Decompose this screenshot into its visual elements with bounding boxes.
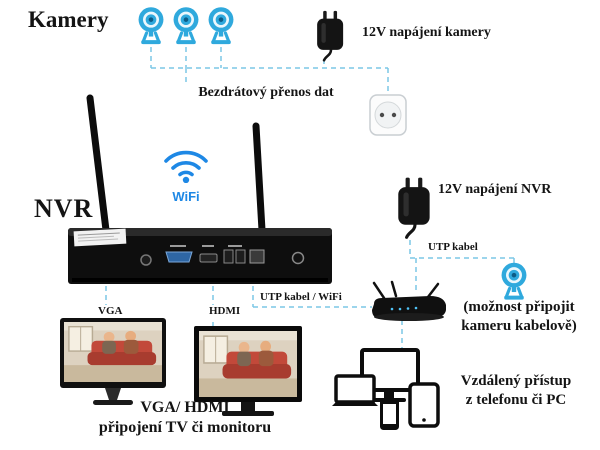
nvr-device-icon (68, 94, 332, 284)
wall-socket-icon (369, 94, 407, 136)
nvr-ports (140, 245, 305, 266)
nvr-power-label: 12V napájení NVR (438, 182, 552, 197)
wired-camera-option-label: (možnost připojit kameru kabelově) (461, 299, 577, 334)
camera-power-label: 12V napájení kamery (362, 25, 491, 40)
utp-cable-label: UTP kabel (426, 241, 480, 255)
nvr-antenna-right (252, 122, 266, 234)
connector-cameras-bus (150, 47, 389, 94)
camera-icon-3 (205, 4, 237, 46)
camera-icon-2 (170, 4, 202, 46)
remote-devices-icon (332, 348, 440, 430)
smartphone-icon (380, 398, 399, 430)
nvr-sticker (73, 228, 127, 247)
hdmi-label: HDMI (207, 305, 243, 319)
tv-icon (194, 326, 302, 416)
connector-nvr-to-router (252, 286, 372, 308)
camera-icon-1 (135, 4, 167, 46)
monitor-screen-content (64, 322, 162, 382)
tv-screen-content (199, 331, 297, 397)
wifi-arcs-icon (164, 150, 208, 184)
wireless-transfer-label: Bezdrátový přenos dat (198, 85, 334, 100)
laptop-outline-icon (332, 374, 378, 406)
cameras-label: Kamery (28, 7, 109, 32)
router-icon (372, 280, 446, 321)
vga-label: VGA (96, 305, 125, 319)
wifi-label: WiFi (172, 189, 200, 204)
camera-power-adapter-icon (306, 10, 356, 62)
wifi-icon: WiFi (158, 143, 214, 204)
connector-router-to-camera (409, 240, 515, 290)
nvr-label: NVR (34, 194, 94, 223)
remote-access-label: Vzdálený přístup z telefonu či PC (460, 373, 572, 408)
monitor-icon (60, 318, 166, 405)
utp-cable-wifi-label: UTP kabel / WiFi (258, 291, 344, 305)
wired-camera-icon (498, 260, 530, 301)
nvr-power-adapter-icon (392, 176, 438, 240)
tv-connection-label: VGA/ HDMI připojení TV či monitoru (98, 399, 272, 436)
nvr-antenna-left (86, 94, 110, 234)
tablet-outline-icon (408, 382, 440, 428)
